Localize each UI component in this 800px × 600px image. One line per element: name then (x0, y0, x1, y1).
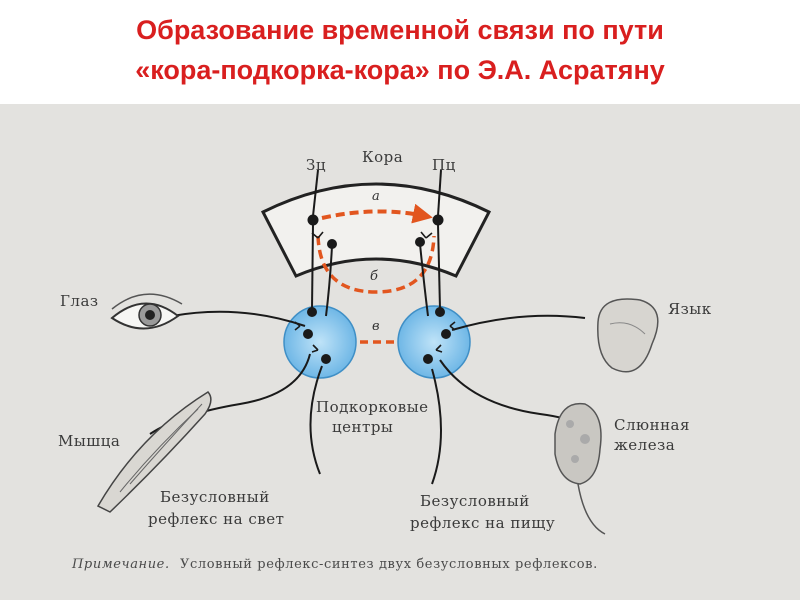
tongue-icon (597, 298, 659, 373)
eye-label: Глаз (60, 292, 99, 310)
note-prefix: Примечание. (71, 557, 170, 572)
neural-fibres (149, 169, 586, 485)
pc-label: Пц (432, 156, 456, 174)
muscle-label: Мышца (58, 432, 120, 450)
zc-label: Зц (306, 156, 326, 174)
title-line-2: «кора-подкорка-кора» по Э.А. Асратяну (135, 55, 665, 85)
diagram-canvas: Кора Зц Пц а б в Глаз Язык Мышца Слюнная… (58, 148, 712, 572)
subcortex-label-line-2: центры (332, 418, 393, 436)
title-line-1: Образование временной связи по пути (136, 15, 664, 45)
muscle-icon (96, 391, 212, 513)
note-text: Условный рефлекс-синтез двух безусловных… (180, 557, 598, 572)
gland-label-line-2: железа (614, 436, 675, 454)
gland-label-line-1: Слюнная (614, 416, 690, 434)
path-b-label: б (370, 269, 378, 284)
eye-icon (110, 293, 183, 330)
salivary-gland-icon (554, 402, 606, 535)
reflex-light-line-2: рефлекс на свет (148, 510, 284, 528)
subcortex-left (283, 305, 357, 379)
tongue-label: Язык (668, 300, 712, 318)
cortex-label: Кора (362, 148, 403, 166)
reflex-light-line-1: Безусловный (160, 488, 270, 506)
path-a-label: а (372, 189, 380, 204)
subcortex-label-line-1: Подкорковые (316, 398, 429, 416)
path-b-arc (316, 235, 436, 294)
reflex-diagram: Кора Зц Пц а б в Глаз Язык Мышца Слюнная… (0, 104, 800, 600)
subcortex-right (397, 305, 471, 379)
reflex-food-line-2: рефлекс на пищу (410, 514, 555, 532)
neuron-cells (303, 214, 451, 364)
slide-title: Образование временной связи по пути «кор… (0, 10, 800, 90)
path-v-label: в (372, 319, 380, 334)
reflex-food-line-1: Безусловный (420, 492, 530, 510)
